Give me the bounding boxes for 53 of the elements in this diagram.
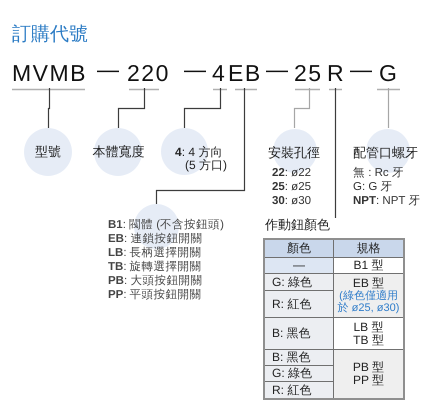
table-title: 作動鈕顏色 (265, 218, 330, 232)
option-label: 配管口螺牙 (353, 145, 418, 161)
table-cell: B1 型 (334, 258, 403, 273)
code-part-label: MVMB (12, 58, 87, 88)
option-value: 22: ø22 (272, 166, 312, 180)
option-value: NPT: NPT 牙 (353, 194, 420, 208)
table-header-cell: 顏色 (265, 240, 333, 257)
cell-text: PB 型 (352, 361, 384, 374)
leader-line (294, 88, 310, 128)
option-label: 4: 4 方向 (5 方口) (175, 146, 228, 172)
cell-text: PP 型 (352, 374, 384, 387)
code-part-label: 25 (294, 58, 323, 88)
table-cell: B: 黑色 (265, 350, 333, 365)
table-cell: B: 黑色 (265, 318, 333, 349)
cell-text: TB 型 (353, 334, 384, 346)
code-part-label: EB (228, 58, 262, 88)
cell-text: EB 型 (352, 276, 384, 290)
code-part-label: 220 (127, 58, 170, 88)
leader-line (156, 88, 246, 204)
separator-dash: — (184, 56, 206, 84)
separator-dash: — (350, 56, 372, 84)
note-text: (綠色僅適用於 ø25, ø30) (336, 290, 400, 314)
table-cell: G: 綠色 (265, 366, 333, 381)
option-item: EB: 連鎖按鈕開關 (108, 232, 202, 246)
table-cell: R: 紅色 (265, 382, 333, 398)
table-cell: G: 綠色 (265, 274, 333, 290)
leader-line (48, 88, 50, 128)
diagram-title: 訂購代號 (12, 23, 88, 47)
cell-text: LB 型 (353, 320, 384, 334)
leader-line (184, 88, 222, 128)
option-item: LB: 長柄選擇開關 (108, 246, 202, 260)
separator-dash: — (97, 56, 119, 84)
option-item: B1: 閥體 (不含按鈕頭) (108, 218, 224, 232)
table-cell: — (265, 258, 333, 273)
option-value: 無 : Rc 牙 (353, 166, 404, 180)
option-label: 安裝孔徑 (268, 145, 320, 161)
option-item: PP: 平頭按鈕開關 (108, 288, 202, 302)
option-item: PB: 大頭按鈕開關 (108, 274, 202, 288)
code-part-label: R (327, 58, 346, 88)
leader-line (334, 88, 336, 218)
table-header-cell: 規格 (334, 240, 403, 257)
option-item: TB: 旋轉選擇開關 (108, 260, 202, 274)
option-value: 30: ø30 (272, 194, 312, 208)
leader-line (388, 88, 390, 128)
separator-dash: — (266, 56, 288, 84)
code-part-label: G (379, 58, 398, 88)
leader-line (118, 88, 146, 128)
table-cell: R: 紅色 (265, 291, 333, 317)
code-part-label: 4 (212, 58, 226, 88)
option-label: 型號 (35, 144, 61, 160)
option-value: G: G 牙 (353, 180, 392, 194)
option-label: 本體寬度 (92, 144, 144, 160)
option-value: 25: ø25 (272, 180, 312, 194)
